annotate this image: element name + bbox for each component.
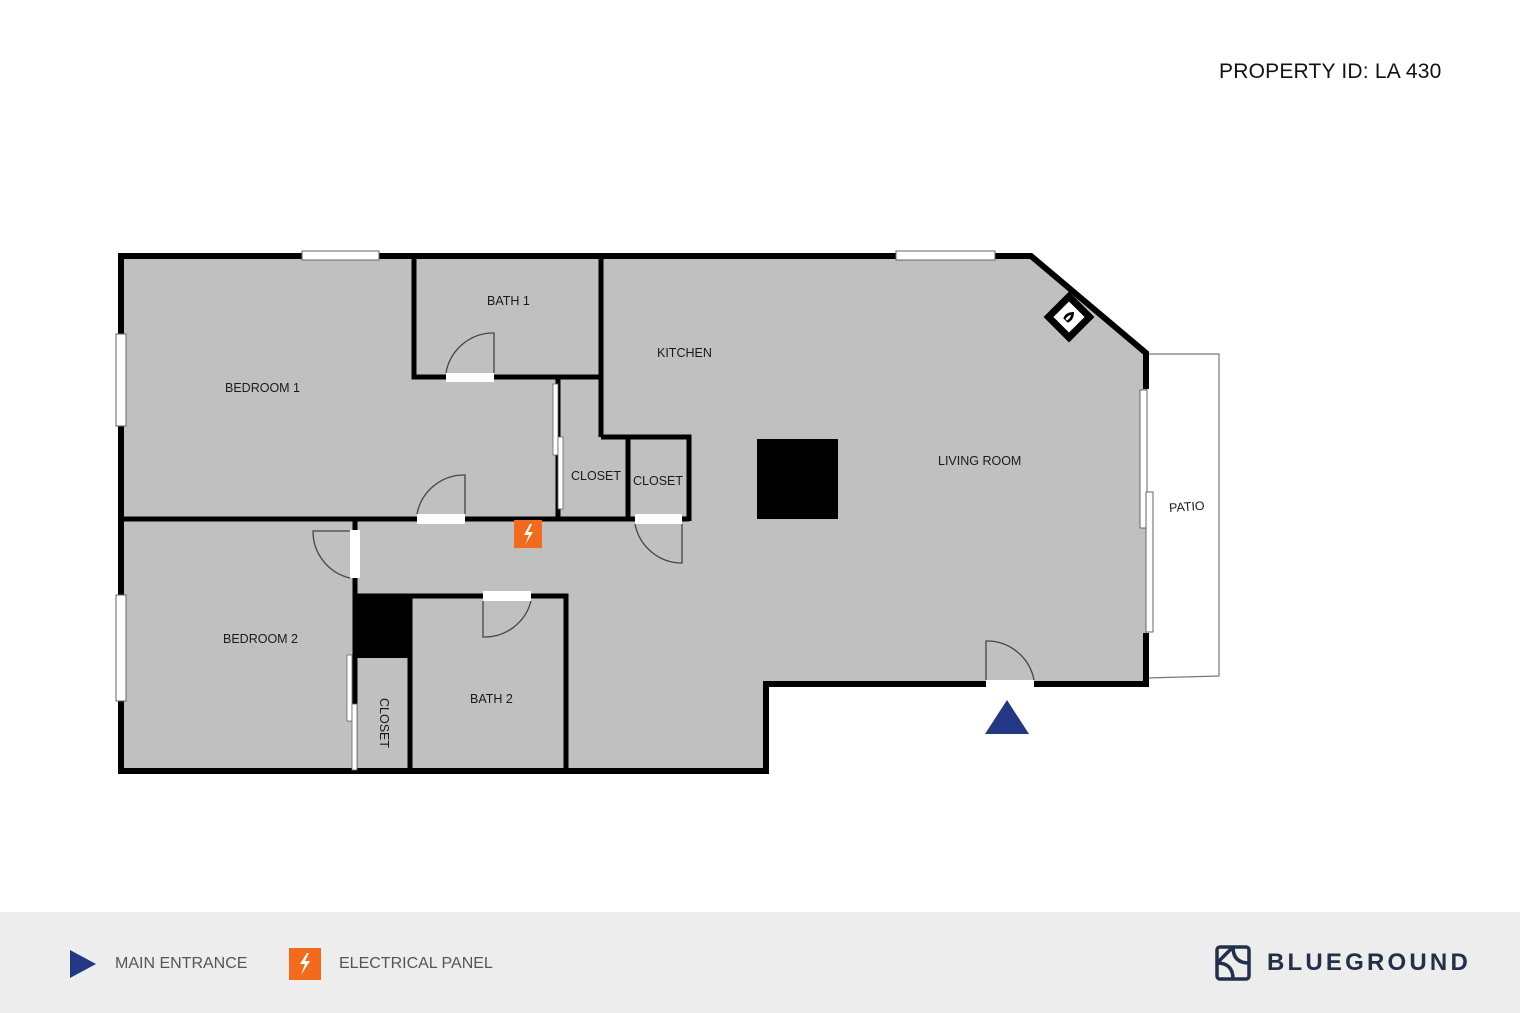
legend-electrical-panel: ELECTRICAL PANEL [289,948,493,980]
sliding-doors [346,383,564,771]
room-label-patio: PATIO [1169,499,1206,515]
room-label-closet-b: CLOSET [633,474,683,488]
column-block [757,439,838,519]
room-label-living-room: LIVING ROOM [938,454,1021,468]
door-swings [312,332,1035,681]
chase-block [357,597,410,658]
property-id-label: PROPERTY ID: LA 430 [1219,60,1442,83]
floor-area [121,256,1146,771]
legend-footer: MAIN ENTRANCE ELECTRICAL PANEL BLUEGROUN… [0,912,1520,1013]
fireplace-icon [1043,291,1095,343]
brand-name: BLUEGROUND [1267,949,1471,976]
room-label-bath-1: BATH 1 [487,294,530,308]
door-openings [350,373,1034,689]
electrical-panel-icon [514,520,542,548]
room-label-closet-a: CLOSET [571,469,621,483]
legend-main-entrance: MAIN ENTRANCE [70,950,247,978]
room-label-bath-2: BATH 2 [470,692,513,706]
room-label-closet-c: CLOSET [377,698,391,748]
room-label-kitchen: KITCHEN [657,346,712,360]
brand-logo: BLUEGROUND [1215,945,1471,981]
legend-main-entrance-label: MAIN ENTRANCE [115,955,248,972]
main-entrance-marker-icon [985,700,1029,734]
electrical-panel-legend-icon [289,948,321,980]
legend-electrical-panel-label: ELECTRICAL PANEL [339,955,493,972]
main-entrance-icon [70,950,96,978]
patio-area [1145,353,1220,679]
blueground-logo-icon [1215,945,1251,981]
room-label-bedroom-2: BEDROOM 2 [223,632,298,646]
room-label-bedroom-1: BEDROOM 1 [225,381,300,395]
floor-plan: BEDROOM 1 BATH 1 KITCHEN CLOSET CLOSET L… [115,250,1220,774]
windows [115,250,1154,702]
